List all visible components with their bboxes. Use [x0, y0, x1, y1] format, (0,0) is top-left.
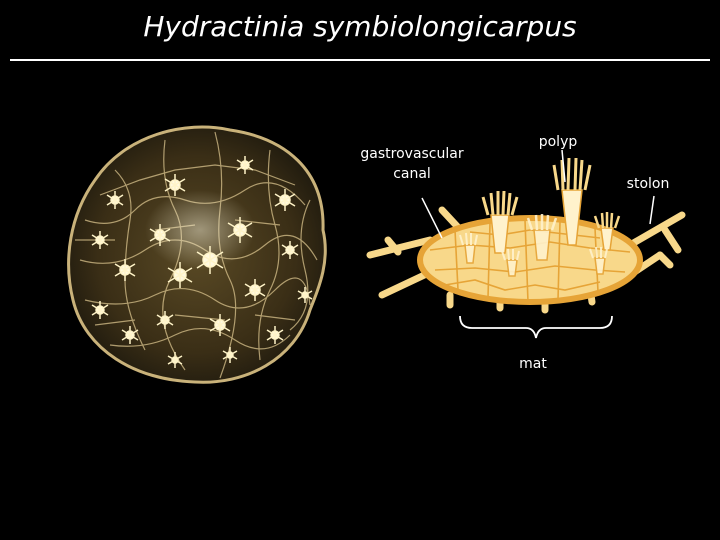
polyp-spots — [91, 156, 313, 368]
title-divider — [10, 59, 710, 61]
gastrovascular-label-line1: gastrovascular — [360, 146, 463, 162]
colony-schematic: gastrovascular canal polyp stolon mat — [360, 134, 686, 372]
gastrovascular-canal-network — [429, 219, 631, 303]
colony-photo — [67, 125, 327, 384]
mat-body — [417, 215, 643, 305]
mat-label: mat — [519, 356, 547, 372]
polyps — [459, 157, 621, 277]
slide-title: Hydractinia symbiolongicarpus — [143, 10, 577, 43]
stolon-leader-line — [649, 195, 655, 225]
polyp-label: polyp — [539, 134, 578, 150]
gastrovascular-leader-line — [421, 197, 443, 239]
mat-brace — [459, 315, 613, 339]
stolon-label: stolon — [627, 176, 670, 192]
colony-center-glow — [145, 190, 255, 270]
polyp-leader-line — [561, 149, 566, 183]
gastrovascular-label-line2: canal — [393, 166, 431, 182]
